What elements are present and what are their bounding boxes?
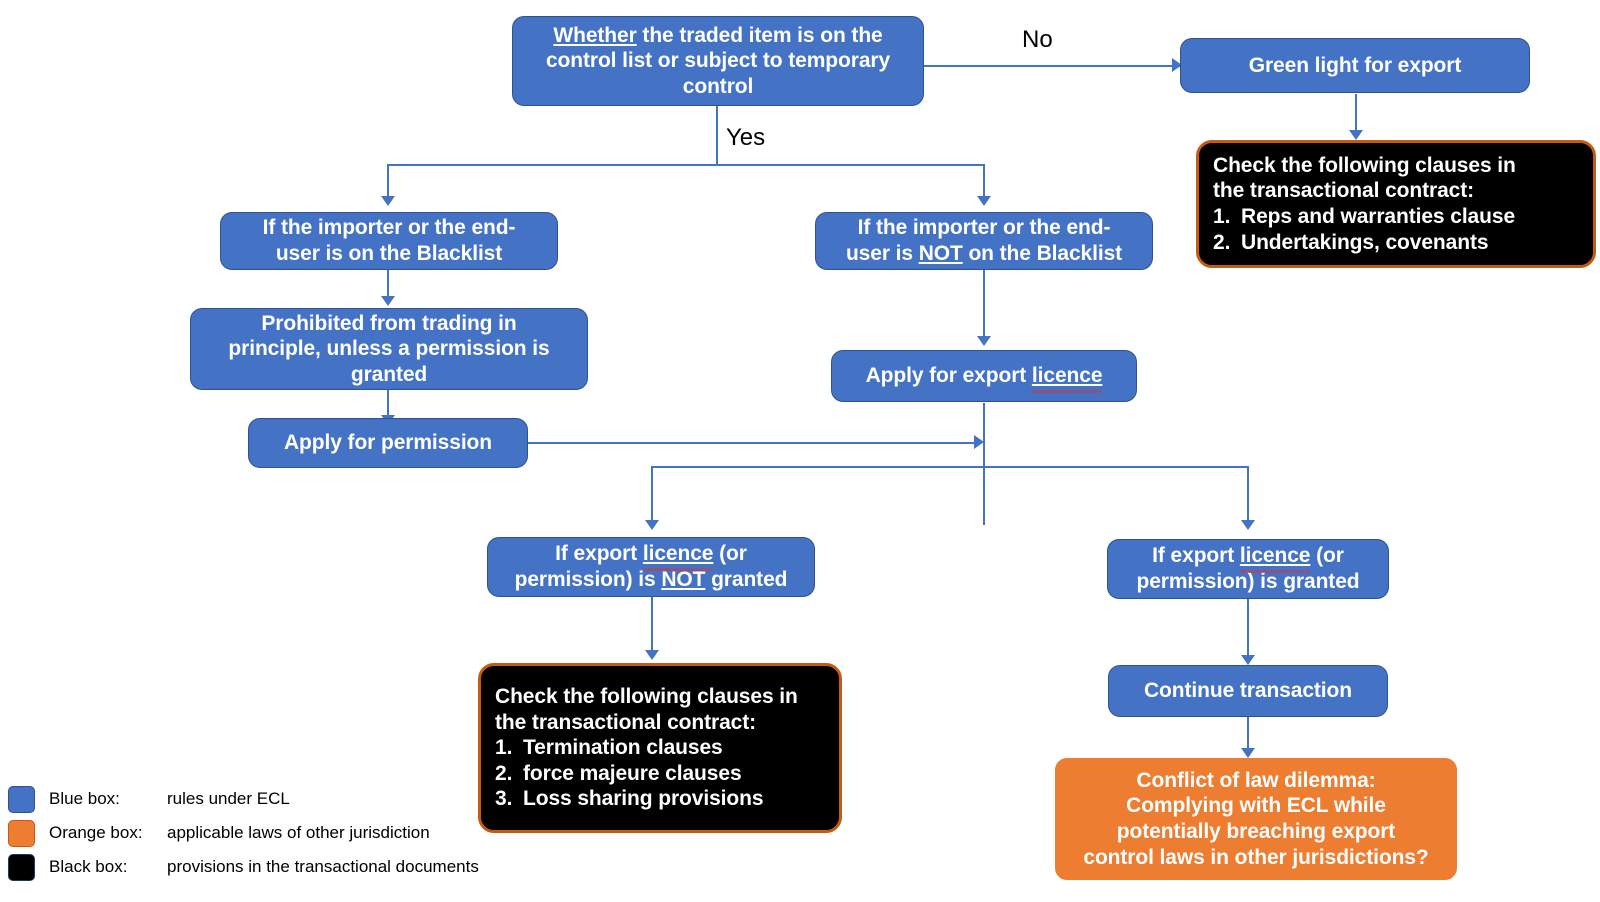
edge-green-light-to-black-right [1355,94,1357,136]
legend-key-blue: Blue box: [49,789,120,808]
list-item-label: Termination clauses [523,736,723,760]
legend-value-black: provisions in the transactional document… [167,857,479,876]
node-black-clauses-left[interactable]: Check the following clauses in the trans… [478,663,842,833]
legend-swatch-orange-icon [8,819,35,847]
node-green-light-for-export[interactable]: Green light for export [1180,38,1530,93]
list-item: 1. Termination clauses [495,735,825,761]
legend: Blue box: rules under ECL Orange box: ap… [8,782,479,884]
node-blacklist-yes-text: If the importer or the end-user is on th… [262,216,516,265]
edge-arrow-green-light [1172,58,1182,72]
black-left-heading-line2: the transactional contract: [495,710,757,734]
edge-blacklist-yes-to-prohibited [387,269,389,301]
black-left-item-list: 1. Termination clauses 2. force majeure cl… [495,735,825,812]
legend-row-black: Black box: provisions in the transaction… [8,850,479,884]
edge-apply-permission-to-junction [528,442,978,444]
list-item-label: Loss sharing provisions [523,787,764,811]
node-granted-spellcheck: licence [1239,544,1311,568]
edge-split-right-drop [983,164,985,201]
list-item-label: Undertakings, covenants [1241,230,1489,254]
node-not-granted-underlined: NOT [661,568,706,591]
edge-arrow-licence-not-granted [645,520,659,530]
node-apply-licence-text: Apply for export licence [865,364,1103,393]
edge-continue-to-conflict [1247,717,1249,754]
list-item: 2. force majeure clauses [495,761,825,787]
edge-arrow-blacklist-yes [381,196,395,206]
edge-prohibited-to-apply-permission [387,388,389,420]
black-left-heading-line1: Check the following clauses in [495,684,798,708]
node-root-underlined: Whether [553,23,637,47]
edge-arrow-licence-granted [1241,520,1255,530]
list-item-number: 2. [495,761,513,785]
legend-swatch-black-icon [8,853,35,881]
edge-arrow-black-right [1349,130,1363,140]
edge-split-bar-top [387,164,985,166]
node-blacklist-no[interactable]: If the importer or the end-user is NOT o… [815,212,1153,270]
list-item: 3. Loss sharing provisions [495,786,825,812]
node-apply-for-export-licence[interactable]: Apply for export licence [831,350,1137,402]
list-item: 2. Undertakings, covenants [1213,230,1579,256]
edge-arrow-junction [974,435,984,449]
node-apply-permission-text: Apply for permission [283,431,493,455]
edge-arrow-conflict [1241,748,1255,758]
edge-apply-licence-down [983,403,985,525]
edge-arrow-blacklist-no [977,196,991,206]
edge-arrow-apply-licence [977,336,991,346]
edge-split-bar-bottom [651,466,1248,468]
edge-arrow-continue [1241,655,1255,665]
node-black-clauses-right[interactable]: Check the following clauses in the trans… [1196,140,1596,268]
edge-split-left-drop [387,164,389,201]
edge-split-bottom-left-drop [651,466,653,525]
edge-blacklist-no-to-apply-licence [983,269,985,341]
node-not-granted-spellcheck: licence [642,542,714,566]
list-item-number: 1. [1213,205,1231,228]
edge-granted-to-continue [1247,599,1249,661]
list-item-label: force majeure clauses [523,761,742,785]
legend-row-blue: Blue box: rules under ECL [8,782,479,816]
edge-arrow-black-left [645,650,659,660]
legend-row-orange: Orange box: applicable laws of other jur… [8,816,479,850]
list-item: 1. Reps and warranties clause [1213,204,1579,230]
edge-split-bottom-right-drop [1247,466,1249,525]
node-conflict-of-law-dilemma[interactable]: Conflict of law dilemma:Complying with E… [1055,758,1457,880]
node-green-light-text: Green light for export [1248,53,1462,77]
node-apply-licence-spellcheck: licence [1031,364,1103,388]
edge-root-to-green-light [924,65,1182,67]
edge-root-stem [716,105,718,165]
legend-key-black: Black box: [49,857,128,876]
list-item-number: 1. [495,736,513,760]
edge-label-yes: Yes [726,124,766,151]
black-right-item-list: 1. Reps and warranties clause 2. Undertaki… [1213,204,1579,255]
node-blacklist-no-underlined: NOT [918,242,963,265]
black-right-heading-line1: Check the following clauses in [1213,153,1516,177]
node-blacklist-yes[interactable]: If the importer or the end-user is on th… [220,212,558,270]
node-conflict-text: Conflict of law dilemma:Complying with E… [1083,768,1429,869]
node-continue-transaction[interactable]: Continue transaction [1108,665,1388,717]
legend-key-orange: Orange box: [49,823,143,842]
legend-swatch-blue-icon [8,785,35,813]
list-item-label: Reps and warranties clause [1241,205,1516,228]
black-right-heading-line2: the transactional contract: [1213,179,1475,203]
legend-value-orange: applicable laws of other jurisdiction [167,823,430,842]
node-blacklist-no-text: If the importer or the end-user is NOT o… [845,216,1123,265]
edge-arrow-prohibited [381,296,395,306]
edge-not-granted-to-black-left [651,597,653,655]
edge-label-no: No [1022,26,1053,53]
node-continue-transaction-text: Continue transaction [1143,679,1352,703]
legend-value-blue: rules under ECL [167,789,290,808]
node-apply-for-permission[interactable]: Apply for permission [248,418,528,468]
list-item-number: 2. [1213,230,1231,254]
list-item-number: 3. [495,787,513,811]
